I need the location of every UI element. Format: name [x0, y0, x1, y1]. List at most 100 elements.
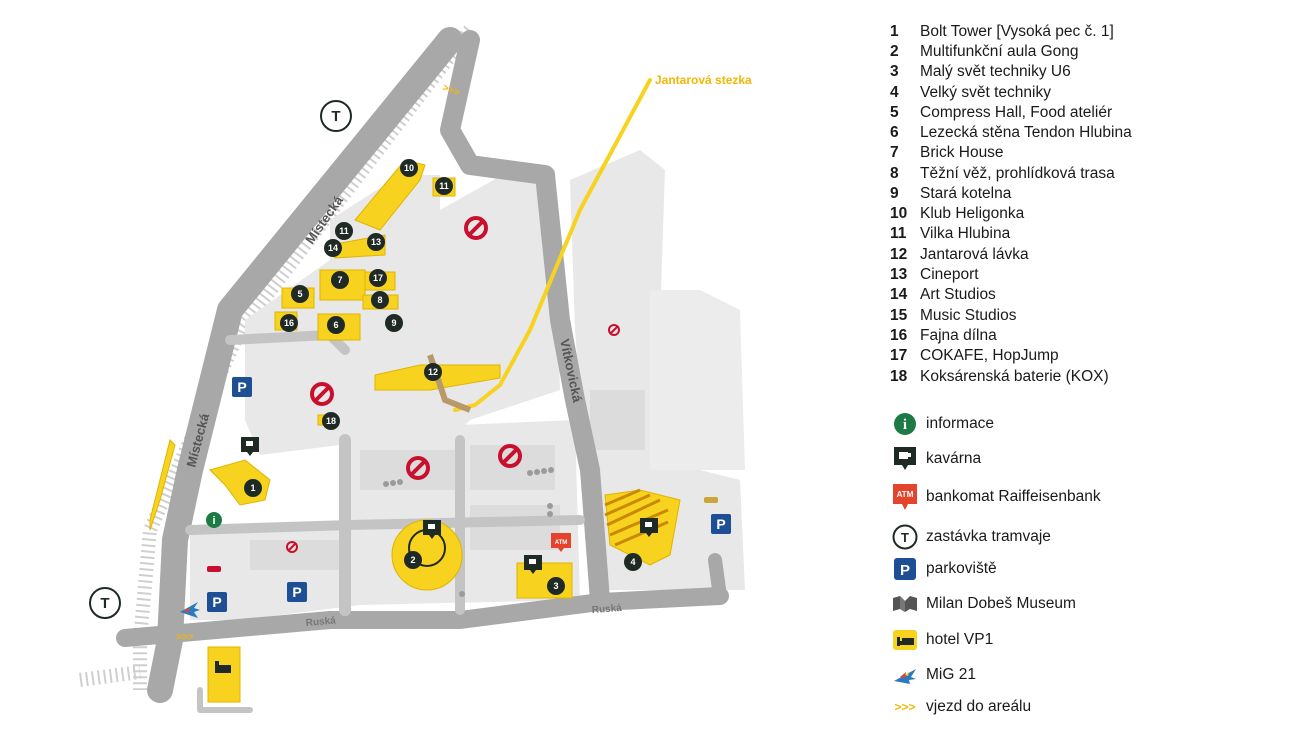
badge-5[interactable]: 5	[291, 285, 309, 303]
legend-item: 11 Vilka Hlubina	[890, 224, 1010, 244]
svg-text:P: P	[212, 594, 221, 610]
legend-label: Koksárenská baterie (KOX)	[920, 368, 1109, 385]
svg-text:1: 1	[250, 483, 255, 493]
legend-number: 4	[890, 84, 899, 101]
legend-label: Fajna dílna	[920, 327, 997, 344]
key-entry: >>> vjezd do areálu	[890, 692, 1031, 722]
badge-1[interactable]: 1	[244, 479, 262, 497]
badge-7[interactable]: 7	[331, 271, 349, 289]
legend-item: 14 Art Studios	[890, 285, 996, 305]
svg-text:P: P	[716, 516, 725, 532]
badge-4[interactable]: 4	[624, 553, 642, 571]
street-label-ruska-right: Ruská	[591, 603, 622, 616]
badge-18[interactable]: 18	[322, 412, 340, 430]
legend-number: 7	[890, 144, 899, 161]
svg-text:13: 13	[371, 237, 381, 247]
legend-number: 14	[890, 286, 908, 303]
legend-label: Lezecká stěna Tendon Hlubina	[920, 124, 1132, 141]
legend-number: 17	[890, 347, 908, 364]
badge-13[interactable]: 13	[367, 233, 385, 251]
key-label: vjezd do areálu	[926, 698, 1032, 715]
car-icon	[207, 566, 221, 572]
key-label: parkoviště	[926, 560, 997, 577]
badge-8[interactable]: 8	[371, 291, 389, 309]
hotel-icon	[890, 625, 920, 655]
svg-text:7: 7	[337, 275, 342, 285]
legend-label: Music Studios	[920, 307, 1017, 324]
coffee-icon	[423, 520, 441, 539]
key-tram: T zastávka tramvaje	[890, 522, 1051, 552]
tram-icon: T	[320, 100, 352, 132]
svg-text:9: 9	[391, 318, 396, 328]
coffee-icon	[241, 437, 259, 456]
hotel-icon	[215, 661, 231, 673]
legend-label: Cineport	[920, 266, 979, 283]
trail-label: Jantarová stezka	[655, 73, 752, 87]
info-icon: i	[890, 409, 920, 439]
svg-text:17: 17	[373, 273, 383, 283]
badge-14[interactable]: 14	[324, 239, 342, 257]
svg-text:6: 6	[333, 320, 338, 330]
key-label: Milan Dobeš Museum	[926, 595, 1076, 612]
legend-label: Compress Hall, Food ateliér	[920, 104, 1113, 121]
legend-label: Stará kotelna	[920, 185, 1012, 202]
badge-10[interactable]: 10	[400, 159, 418, 177]
svg-text:ATM: ATM	[555, 540, 568, 546]
key-label: kavárna	[926, 450, 982, 467]
legend-label: Bolt Tower [Vysoká pec č. 1]	[920, 23, 1114, 40]
legend-number: 11	[890, 225, 907, 242]
parking-icon: P	[711, 514, 731, 534]
coffee-icon	[890, 444, 920, 474]
legend-number: 9	[890, 185, 899, 202]
legend-label: Vilka Hlubina	[920, 225, 1011, 242]
info-icon: i	[206, 512, 222, 528]
key-museum: Milan Dobeš Museum	[890, 589, 1076, 619]
parking-icon: P	[207, 592, 227, 612]
legend-number: 6	[890, 124, 899, 141]
street-label-ruska-left: Ruská	[305, 615, 336, 629]
key-info: i informace	[890, 409, 994, 439]
badge-11a[interactable]: 11	[435, 177, 453, 195]
badge-12[interactable]: 12	[424, 363, 442, 381]
coffee-icon	[640, 518, 658, 537]
parking-icon: P	[287, 582, 307, 602]
entry-arrows-icon: >>>	[894, 700, 916, 714]
badge-6[interactable]: 6	[327, 316, 345, 334]
key-hotel: hotel VP1	[890, 625, 993, 655]
legend-number: 3	[890, 63, 899, 80]
railway-track	[79, 25, 476, 690]
key-label: MiG 21	[926, 666, 976, 683]
svg-text:2: 2	[410, 555, 415, 565]
badge-16[interactable]: 16	[280, 314, 298, 332]
legend-label: Art Studios	[920, 286, 996, 303]
tram-icon: T	[89, 587, 121, 619]
legend-number: 5	[890, 104, 899, 121]
svg-text:P: P	[237, 379, 246, 395]
parking-signs: P P P P	[207, 377, 731, 612]
legend-label: Velký svět techniky	[920, 84, 1051, 101]
parking-icon: P	[232, 377, 252, 397]
no-entry-icon	[310, 382, 334, 406]
no-entry-icon	[464, 216, 488, 240]
legend-number: 8	[890, 165, 899, 182]
jantarova-stezka-trail	[453, 78, 652, 412]
legend-item: 9 Stará kotelna	[890, 184, 1011, 204]
legend-item: 5 Compress Hall, Food ateliér	[890, 103, 1112, 123]
coffee-icon	[524, 555, 542, 574]
svg-text:T: T	[331, 108, 340, 125]
badge-17[interactable]: 17	[369, 269, 387, 287]
svg-text:8: 8	[377, 295, 382, 305]
legend-item: 6 Lezecká stěna Tendon Hlubina	[890, 123, 1132, 143]
badge-9[interactable]: 9	[385, 314, 403, 332]
badge-3[interactable]: 3	[547, 577, 565, 595]
key-label: informace	[926, 415, 995, 432]
no-entry-icon	[498, 444, 522, 468]
badge-2[interactable]: 2	[404, 551, 422, 569]
svg-text:i: i	[212, 515, 215, 527]
badge-11b[interactable]: 11	[335, 222, 353, 240]
